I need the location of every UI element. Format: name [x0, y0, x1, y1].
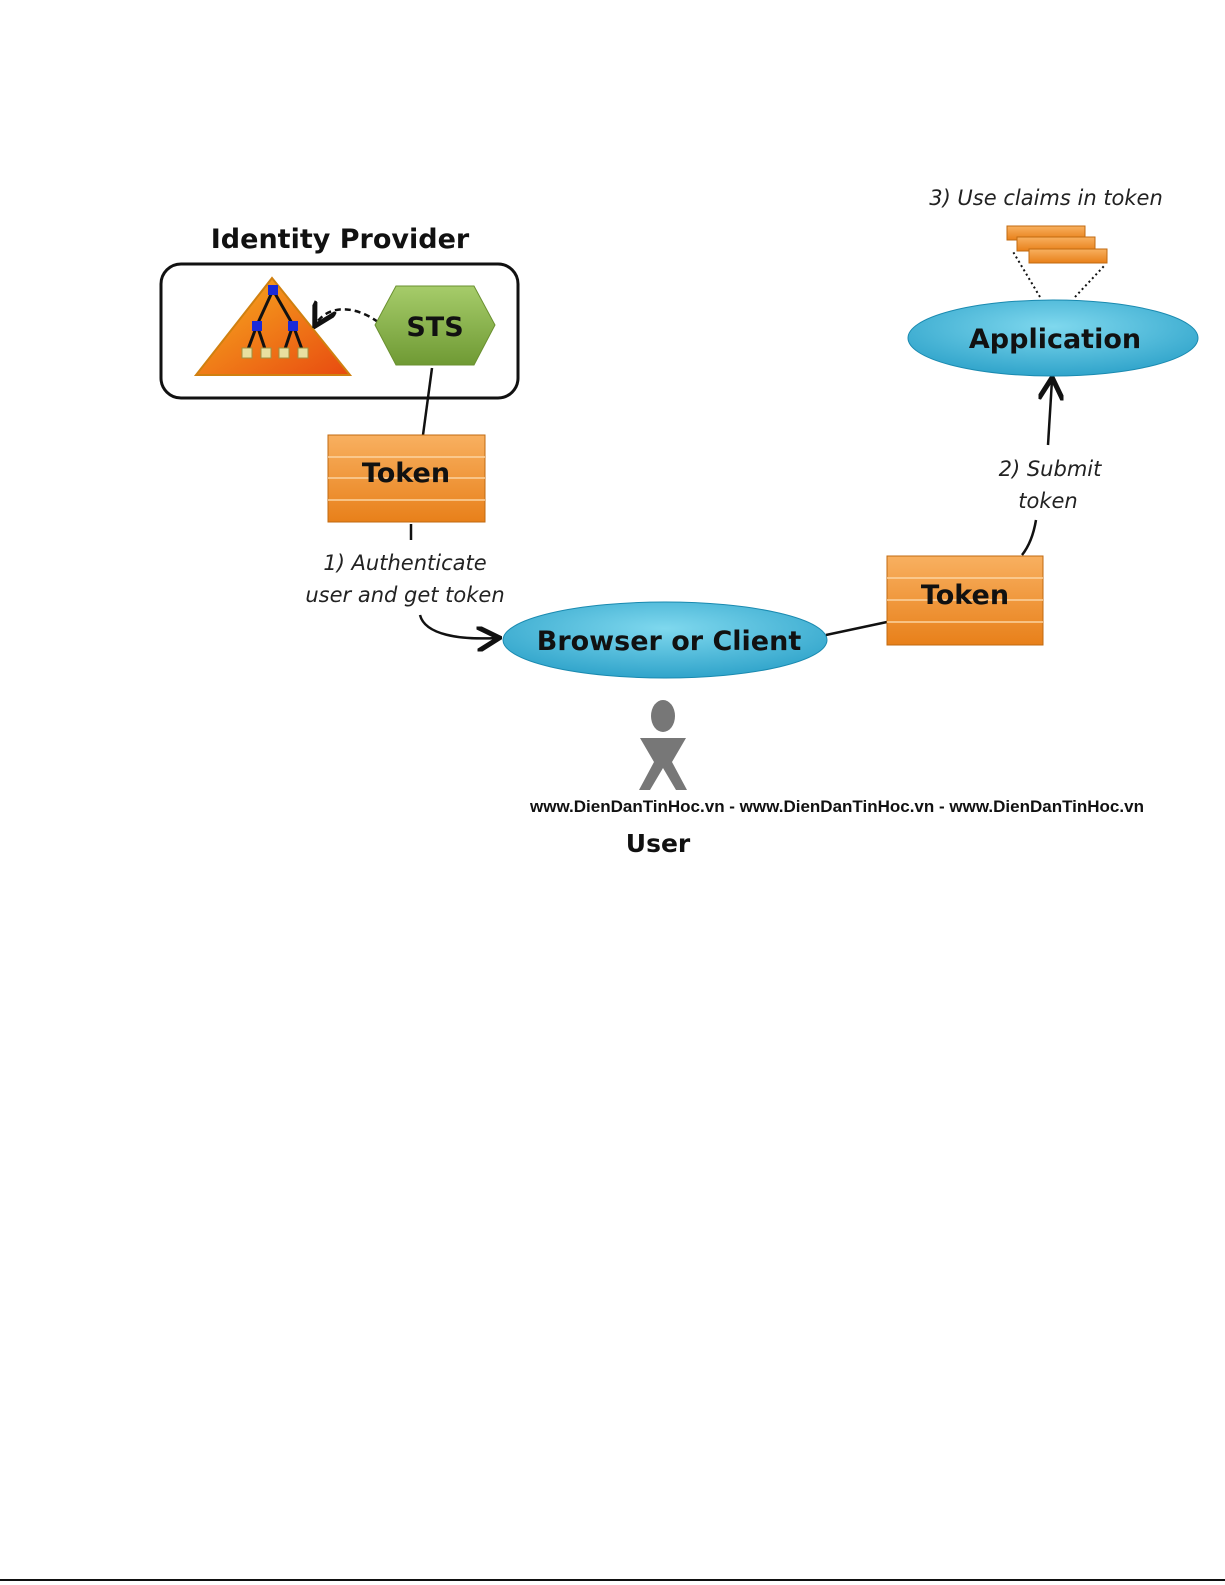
- user-icon: [639, 700, 687, 790]
- token-right: Token: [887, 556, 1043, 645]
- browser-label: Browser or Client: [537, 626, 802, 657]
- directory-tree-icon: [196, 278, 350, 375]
- sts-label: STS: [406, 312, 463, 343]
- user-label: User: [626, 829, 691, 858]
- token-right-label: Token: [921, 580, 1009, 611]
- connector: [826, 622, 887, 635]
- step2-arrow: [1048, 380, 1052, 445]
- step3-label: 3) Use claims in token: [929, 186, 1163, 210]
- identity-provider-title: Identity Provider: [211, 224, 470, 255]
- step2-line2: token: [1018, 489, 1077, 513]
- watermark: www.DienDanTinHoc.vn - www.DienDanTinHoc…: [529, 797, 1144, 816]
- token-left-label: Token: [362, 458, 450, 489]
- connector: [1022, 520, 1036, 555]
- sts-to-directory-arrow: [316, 309, 378, 324]
- step2-line1: 2) Submit: [999, 457, 1102, 481]
- token-left: Token: [328, 435, 485, 522]
- step1-line2: user and get token: [305, 583, 504, 607]
- application-label: Application: [969, 324, 1141, 355]
- step1-arrow: [420, 615, 497, 638]
- claims-cards-icon: [1007, 226, 1107, 263]
- connector: [423, 368, 432, 435]
- step1-line1: 1) Authenticate: [323, 551, 486, 575]
